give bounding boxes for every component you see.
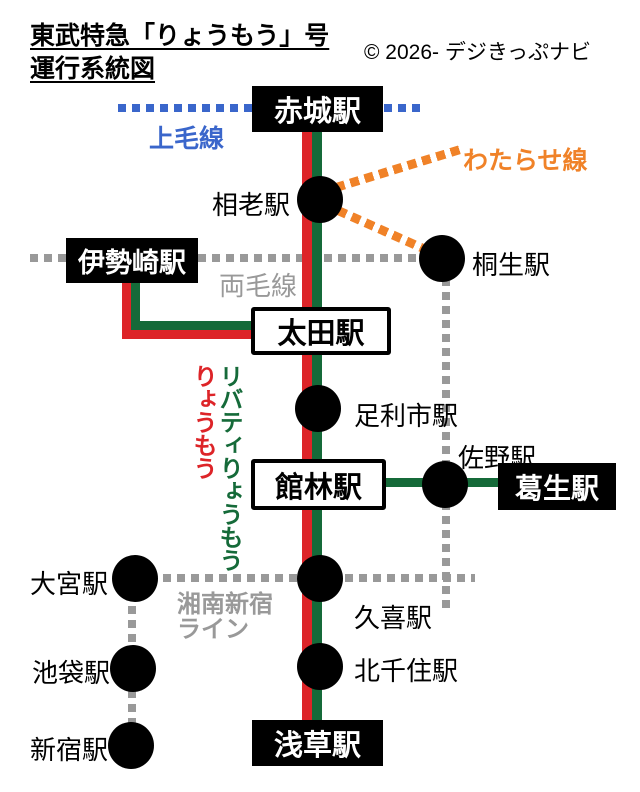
watarase-line-stroke-upper [334, 145, 462, 192]
station-akagi: 赤城駅 [252, 86, 383, 132]
station-asakusa: 浅草駅 [252, 720, 383, 766]
station-kiryu-dot [419, 235, 465, 282]
station-ikebukuro-label: 池袋駅 [32, 658, 111, 688]
station-asakusa-label: 浅草駅 [273, 730, 361, 762]
station-kiryu-label: 桐生駅 [472, 250, 551, 280]
page-title-line1: 東武特急「りょうもう」号 [30, 22, 330, 50]
jomo-line-label: 上毛線 [149, 125, 225, 153]
station-ashikagashi-label: 足利市駅 [354, 401, 459, 431]
station-sano-dot [422, 461, 468, 508]
liberty-isesaki-branch-h [131, 321, 253, 330]
station-akagi-label: 赤城駅 [273, 96, 361, 128]
station-kuzu-label: 葛生駅 [514, 472, 599, 504]
page-title-line2: 運行系統図 [30, 55, 156, 83]
ryomo-jr-line-stroke [30, 254, 434, 262]
station-tatebayashi: 館林駅 [251, 459, 386, 510]
shonan-shinjuku-line-label-line2: ライン [177, 616, 249, 643]
station-kitasenju-label: 北千住駅 [354, 656, 459, 686]
station-omiya-label: 大宮駅 [30, 569, 109, 599]
station-tatebayashi-label: 館林駅 [274, 471, 362, 504]
ryomo-isesaki-branch-h [122, 330, 253, 339]
ryomo-jr-line-label: 両毛線 [219, 271, 298, 301]
shonan-shinjuku-line-label-line1: 湘南新宿 [177, 591, 273, 618]
station-aio-dot [297, 176, 343, 223]
kiryu-sano-line-stroke [442, 278, 450, 613]
station-aio-label: 相老駅 [211, 190, 290, 220]
station-isesaki-label: 伊勢崎駅 [78, 248, 186, 278]
station-isesaki: 伊勢崎駅 [66, 238, 198, 283]
ryomo-service-label: りょうもう [189, 364, 216, 479]
station-ota-label: 太田駅 [277, 318, 365, 350]
station-kuki-dot [297, 555, 343, 602]
shonan-shinjuku-line-label: 湘南新宿 ライン [177, 592, 273, 642]
station-kitasenju-dot [297, 643, 343, 690]
liberty-ryomo-service-label: リバティりょうもう [215, 364, 242, 571]
ryomo-isesaki-branch-v [122, 282, 131, 339]
station-shinjuku-label: 新宿駅 [30, 735, 109, 765]
watarase-line-stroke-lower [336, 206, 432, 256]
station-ota: 太田駅 [251, 307, 391, 355]
page-title: 東武特急「りょうもう」号 運行系統図 [30, 20, 329, 86]
station-kuzu: 葛生駅 [498, 463, 616, 510]
liberty-isesaki-branch-v [131, 282, 140, 330]
copyright-notice: © 2026- デジきっぷナビ [364, 41, 592, 64]
station-ashikagashi-dot [295, 385, 341, 432]
station-omiya-dot [112, 555, 158, 602]
watarase-line-label: わたらせ線 [463, 147, 588, 175]
station-shinjuku-dot [108, 722, 154, 769]
station-kuki-label: 久喜駅 [354, 603, 433, 633]
station-ikebukuro-dot [110, 645, 156, 692]
